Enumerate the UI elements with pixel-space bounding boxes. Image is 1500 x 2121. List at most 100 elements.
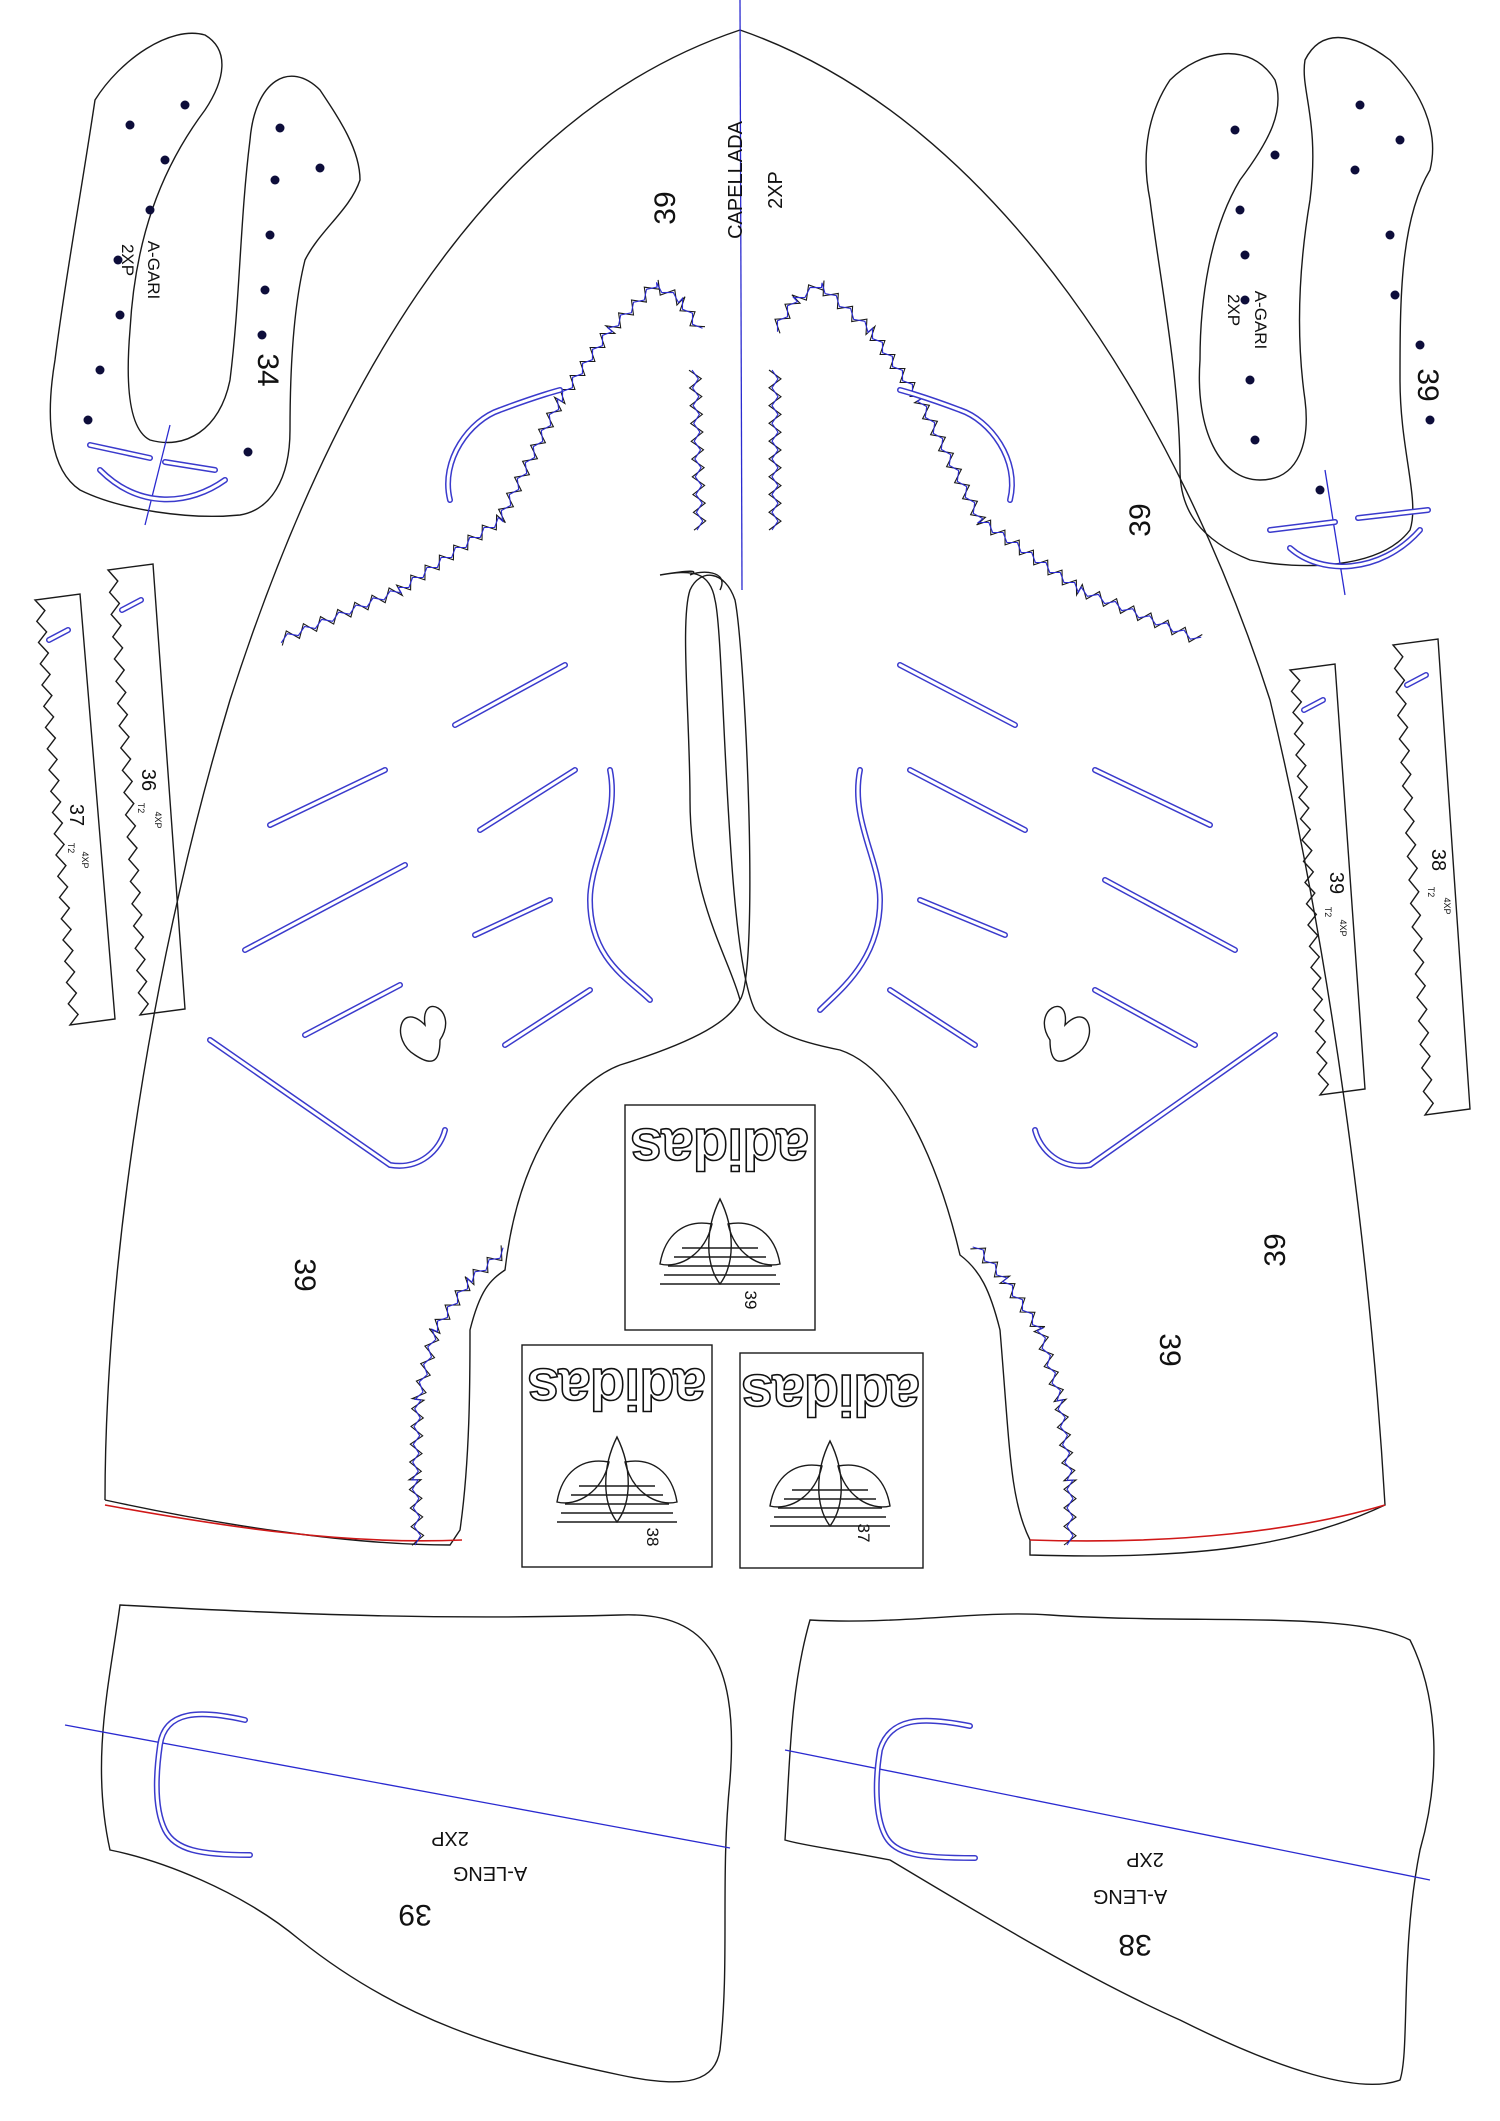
vamp-dash-slots (242, 662, 1238, 1048)
tongue-left: A-LENG 2XP 39 (64, 1604, 733, 2083)
tongue-left-qty: 2XP (431, 1827, 469, 1849)
tongue-right-qty: 2XP (1126, 1848, 1164, 1870)
strip-right-1-code: T2 (1323, 907, 1333, 918)
eyelet-hole-left-5 (315, 163, 325, 173)
strip-right-38 (1391, 638, 1471, 1116)
eyestay-right-size: 39 (1411, 368, 1444, 401)
stitch-seam-4 (410, 1247, 504, 1546)
trefoil-leaf-right (556, 1460, 610, 1504)
trefoil-leaf-right (659, 1222, 713, 1266)
eyelet-hole-right-6 (1240, 250, 1250, 260)
eyelet-hole-left-12 (83, 415, 93, 425)
logo-38-brand: adidas (528, 1356, 706, 1421)
eyelet-hole-left-10 (95, 365, 105, 375)
strip-left-37 (33, 593, 116, 1026)
vamp-size-left-bottom: 39 (288, 1258, 321, 1291)
logo-37-brand: adidas (742, 1362, 920, 1427)
stitch-seam-2 (691, 369, 704, 531)
trefoil-leaf-left (624, 1460, 678, 1504)
vamp-size-top: 39 (649, 191, 682, 224)
eyestay-left-name: A-GARI (144, 241, 163, 300)
zigzag-seam-3 (768, 369, 782, 531)
logo-38-size: 38 (643, 1528, 662, 1547)
eyelet-hole-right-11 (1415, 340, 1425, 350)
eyelet-hole-right-12 (1250, 435, 1260, 445)
eyelet-hole-left-14 (243, 447, 253, 457)
stitch-seam-5 (972, 1246, 1075, 1546)
eyestay-left-qty: 2XP (118, 244, 137, 276)
vamp-size-right-bottom: 39 (1259, 1233, 1292, 1266)
eyelet-hole-right-14 (1315, 485, 1325, 495)
eyelet-hole-right-10 (1245, 375, 1255, 385)
eyelet-hole-right-5 (1350, 165, 1360, 175)
vamp-centre-line (739, 0, 743, 591)
strip-right-2-size: 38 (1427, 849, 1449, 871)
eyelet-hole-left-1 (180, 100, 190, 110)
eyelet-hole-right-0 (1230, 125, 1240, 135)
strip-left-2-size: 36 (137, 769, 159, 791)
logo-square-38: adidas 38 (521, 1344, 713, 1568)
eyelet-hole-left-6 (270, 175, 280, 185)
zigzag-seam-0 (281, 279, 706, 646)
strip-right-2-qty: 4XP (1442, 897, 1452, 914)
strip-right-2-code: T2 (1426, 887, 1436, 898)
eyelet-hole-right-13 (1425, 415, 1435, 425)
trefoil-leaf-centre (708, 1197, 732, 1286)
logo-39-brand: adidas (631, 1116, 809, 1181)
strip-left-1-qty: 4XP (80, 851, 90, 868)
eyelet-hole-left-2 (160, 155, 170, 165)
vamp-name: CAPELLADA (725, 120, 747, 238)
heart-mark-left (399, 1005, 447, 1062)
vamp-piece: 39 CAPELLADA 2XP 39 39 39 39 (104, 0, 1386, 1557)
strip-left-36 (106, 563, 186, 1016)
eyelet-hole-left-8 (265, 230, 275, 240)
eyelet-hole-left-7 (113, 255, 123, 265)
zigzag-seam-2 (688, 369, 707, 531)
logo-square-39: adidas 39 (624, 1104, 816, 1331)
eyestay-right-qty: 2XP (1224, 294, 1243, 326)
strip-labels: 37 T2 4XP 36 T2 4XP 39 T2 4XP 38 T2 4XP (65, 769, 1452, 937)
eyelet-hole-left-11 (260, 285, 270, 295)
eyestay-left: A-GARI 2XP 34 (49, 32, 361, 526)
trefoil-leaf-centre (818, 1439, 842, 1528)
stitch-seam-3 (771, 369, 779, 531)
trefoil-leaf-left (727, 1222, 781, 1266)
eyelet-hole-right-1 (1270, 150, 1280, 160)
vamp-size-right-top: 39 (1124, 503, 1157, 536)
tongue-left-name: A-LENG (453, 1862, 527, 1884)
tongue-right-name: A-LENG (1093, 1885, 1167, 1907)
strip-left-2-qty: 4XP (153, 811, 163, 828)
strip-right-1-qty: 4XP (1338, 919, 1348, 936)
eyelet-hole-left-0 (125, 120, 135, 130)
eyestay-right: A-GARI 2XP 39 (1145, 36, 1444, 596)
vamp-size-right-mid: 39 (1153, 1333, 1186, 1366)
strip-left-1-size: 37 (65, 804, 87, 826)
eyelet-hole-right-2 (1355, 100, 1365, 110)
strip-right-39 (1288, 663, 1366, 1096)
serrated-strips (33, 563, 1471, 1116)
eyestay-left-size: 34 (251, 353, 284, 386)
strip-right-1-size: 39 (1325, 872, 1347, 894)
logo-39-size: 39 (741, 1291, 760, 1310)
eyelet-hole-right-4 (1235, 205, 1245, 215)
stitch-seam-1 (776, 282, 1202, 640)
eyelet-hole-left-13 (257, 330, 267, 340)
stitch-seam-0 (280, 282, 703, 644)
zigzag-seam-4 (407, 1245, 503, 1546)
zigzag-seam-1 (774, 280, 1203, 643)
heart-mark-right (1043, 1005, 1091, 1062)
tongue-left-size: 39 (398, 1898, 431, 1931)
eyelet-hole-right-8 (1240, 295, 1250, 305)
strip-left-2-code: T2 (136, 803, 146, 814)
trefoil-leaf-left (837, 1464, 891, 1508)
tongue-right-size: 38 (1118, 1928, 1151, 1961)
hem-line-right (1029, 1504, 1386, 1542)
tongue-right: A-LENG 2XP 38 (784, 1613, 1435, 2086)
trefoil-leaf-centre (605, 1435, 629, 1524)
eyelet-hole-right-3 (1395, 135, 1405, 145)
eyelet-hole-left-9 (115, 310, 125, 320)
logo-37-size: 37 (854, 1524, 873, 1543)
eyelet-hole-left-3 (275, 123, 285, 133)
eyelet-hole-left-4 (145, 205, 155, 215)
